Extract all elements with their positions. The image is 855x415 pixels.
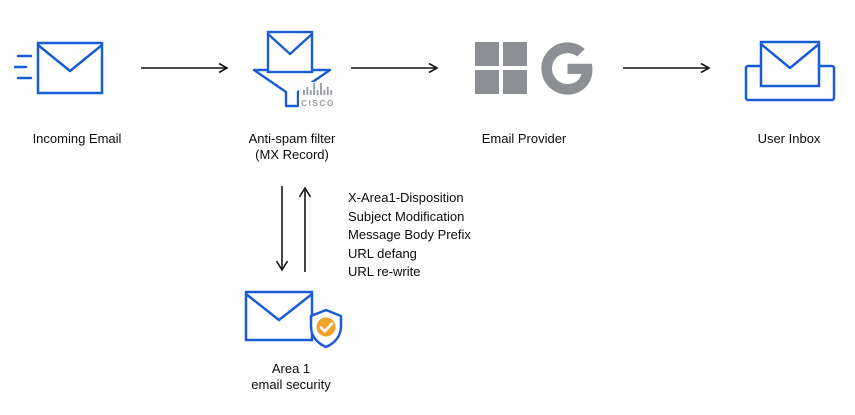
cisco-wordmark: CISCO (301, 98, 335, 108)
envelope-shape (36, 41, 104, 95)
modification-item: URL re-write (348, 264, 421, 279)
speed-lines (14, 54, 33, 80)
modification-item: Message Body Prefix (348, 227, 471, 242)
modification-item: URL defang (348, 245, 417, 261)
google-logo-icon (541, 42, 593, 95)
area1-email-security-icon (244, 290, 343, 349)
anti-spam-filter-label: Anti-spam filter (248, 131, 336, 146)
envelope-shape (244, 290, 314, 342)
incoming-email-icon (14, 41, 104, 95)
modification-item: X-Area1-Disposition (348, 190, 464, 205)
incoming-email-label: Incoming Email (32, 131, 122, 146)
email-provider-label: Email Provider (481, 131, 567, 146)
arrow-filter-to-provider-icon (351, 62, 439, 74)
envelope-shape (759, 40, 821, 88)
user-inbox-label: User Inbox (757, 131, 821, 146)
check-icon (319, 322, 334, 333)
funnel-shape (252, 68, 332, 108)
two-way-arrows-filter-area1-icon (275, 186, 312, 272)
modification-item: Subject Modification (348, 208, 465, 224)
check-badge (316, 317, 336, 337)
modification-list: X-Area1-Disposition Subject Modification… (348, 189, 471, 282)
arrow-provider-to-inbox-icon (623, 62, 711, 74)
area1-sublabel: email security (251, 377, 331, 392)
envelope-shape (266, 30, 314, 74)
mx-record-sublabel: (MX Record) (255, 147, 329, 162)
cisco-bridge-bars (303, 83, 333, 95)
user-inbox-icon (744, 40, 836, 102)
microsoft-logo-icon (475, 42, 527, 94)
area1-label: Area 1 (271, 361, 311, 376)
anti-spam-filter-icon: CISCO (252, 30, 345, 110)
arrow-incoming-to-filter-icon (141, 62, 229, 74)
cisco-logo: CISCO (299, 82, 345, 110)
